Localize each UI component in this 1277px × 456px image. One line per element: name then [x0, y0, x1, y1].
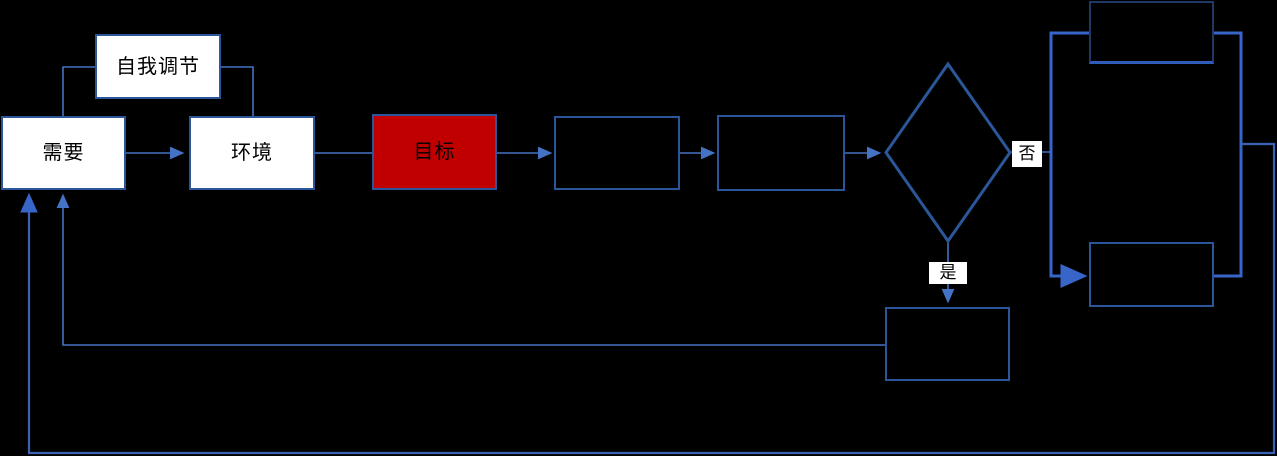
- node-need-label: 需要: [42, 142, 85, 164]
- node-self-regulation-label: 自我调节: [116, 55, 200, 78]
- node-process-2: [717, 115, 845, 191]
- branch-label-no: 否: [1012, 141, 1042, 167]
- node-goal-label: 目标: [413, 141, 456, 163]
- branch-label-yes-text: 是: [939, 263, 957, 283]
- node-decision: [884, 61, 1012, 244]
- node-goal: 目标: [372, 114, 497, 190]
- node-environment-label: 环境: [231, 142, 273, 164]
- node-outcome-top: [1089, 1, 1214, 64]
- node-self-regulation: 自我调节: [95, 34, 221, 99]
- branch-label-no-text: 否: [1018, 144, 1036, 164]
- node-outcome-bottom: [1089, 242, 1214, 307]
- node-need: 需要: [1, 116, 126, 190]
- node-process-1: [554, 116, 680, 190]
- branch-label-yes: 是: [929, 262, 967, 284]
- node-yes-result: [885, 307, 1010, 381]
- node-environment: 环境: [189, 116, 315, 190]
